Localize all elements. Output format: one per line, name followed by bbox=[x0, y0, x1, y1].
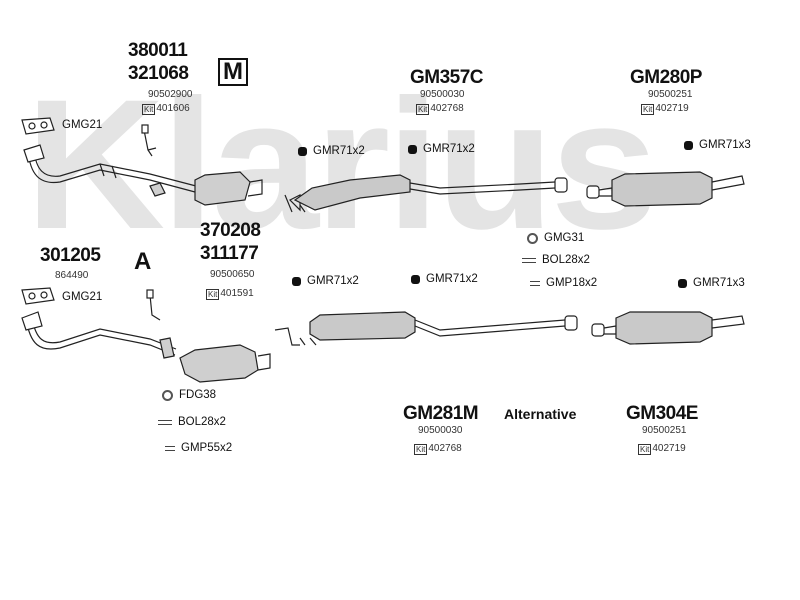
bolt-text: BOL28x2 bbox=[542, 254, 590, 266]
kit-number: Kit 402719 bbox=[641, 103, 689, 115]
clamp-text: GMR71x2 bbox=[307, 275, 359, 287]
clamp-text: GMR71x2 bbox=[313, 145, 365, 157]
kit-value: 402768 bbox=[430, 103, 464, 114]
kit-value: 402768 bbox=[428, 443, 462, 454]
clamp-label: GMR71x3 bbox=[678, 276, 745, 290]
clamp-label: GMR71x2 bbox=[292, 274, 359, 288]
alternative-label: Alternative bbox=[504, 406, 577, 422]
kit-value: 401606 bbox=[156, 103, 190, 114]
ref-number: 90500030 bbox=[420, 89, 465, 100]
kit-value: 402719 bbox=[655, 103, 689, 114]
kit-label: Kit bbox=[414, 443, 428, 455]
spring-text: GMP55x2 bbox=[181, 442, 233, 454]
bolt-icon bbox=[158, 419, 172, 425]
part-code-311177: 311177 bbox=[200, 243, 259, 264]
clamp-icon bbox=[408, 144, 417, 154]
part-code-301205: 301205 bbox=[40, 245, 101, 266]
clamp-text: GMR71x3 bbox=[699, 139, 751, 151]
spring-label: GMP55x2 bbox=[165, 441, 232, 455]
gasket-label: GMG21 bbox=[62, 119, 103, 131]
ring-gasket-icon bbox=[527, 232, 538, 244]
ref-number: 90500251 bbox=[648, 89, 693, 100]
ref-number: 90500650 bbox=[210, 269, 255, 280]
ref-number: 90502900 bbox=[148, 89, 193, 100]
part-code-gm357c: GM357C bbox=[410, 67, 484, 88]
catalytic-converter-top bbox=[149, 171, 263, 206]
part-code-gm280p: GM280P bbox=[630, 67, 702, 88]
kit-number: Kit 401606 bbox=[142, 103, 190, 115]
clamp-label: GMR71x3 bbox=[684, 138, 751, 152]
ref-number: 864490 bbox=[55, 270, 89, 281]
clamp-icon bbox=[684, 140, 693, 150]
bolt-label: BOL28x2 bbox=[158, 415, 226, 429]
clamp-icon bbox=[292, 276, 301, 286]
kit-label: Kit bbox=[206, 288, 220, 300]
gasket-text: FDG38 bbox=[179, 389, 217, 401]
spring-icon bbox=[165, 445, 175, 451]
gasket-label: FDG38 bbox=[162, 388, 216, 402]
fitting-logo-m: M bbox=[218, 58, 248, 86]
clamp-icon bbox=[298, 146, 307, 156]
bolt-icon bbox=[522, 257, 536, 263]
kit-value: 401591 bbox=[220, 288, 254, 299]
gasket-top-left bbox=[21, 117, 55, 135]
fitting-logo-a: A bbox=[134, 248, 152, 275]
clamp-icon bbox=[678, 278, 687, 288]
part-code-321068: 321068 bbox=[128, 63, 189, 84]
rear-silencer-mid bbox=[591, 311, 745, 345]
ref-number: 90500251 bbox=[642, 425, 687, 436]
kit-label: Kit bbox=[142, 103, 156, 115]
kit-number: Kit 402768 bbox=[416, 103, 464, 115]
clamp-label: GMR71x2 bbox=[408, 142, 475, 156]
clamp-label: GMR71x2 bbox=[411, 272, 478, 286]
front-pipe-mid bbox=[21, 289, 177, 359]
spring-icon bbox=[530, 280, 540, 286]
gasket-label: GMG31 bbox=[527, 231, 584, 245]
spring-text: GMP18x2 bbox=[546, 277, 598, 289]
bolt-label: BOL28x2 bbox=[522, 253, 590, 267]
gasket-text: GMG31 bbox=[544, 232, 585, 244]
kit-label: Kit bbox=[641, 103, 655, 115]
front-pipe-top bbox=[23, 124, 197, 193]
bolt-text: BOL28x2 bbox=[178, 416, 226, 428]
rear-silencer-top bbox=[586, 171, 745, 207]
kit-number: Kit 402768 bbox=[414, 443, 462, 455]
part-code-370208: 370208 bbox=[200, 220, 261, 241]
centre-silencer-mid bbox=[274, 311, 578, 346]
gasket-mid-left bbox=[21, 287, 55, 305]
kit-number: Kit 402719 bbox=[638, 443, 686, 455]
clamp-label: GMR71x2 bbox=[298, 144, 365, 158]
spring-label: GMP18x2 bbox=[530, 276, 597, 290]
ring-gasket-icon bbox=[162, 389, 173, 401]
part-code-380011: 380011 bbox=[128, 40, 188, 61]
clamp-text: GMR71x2 bbox=[423, 143, 475, 155]
kit-label: Kit bbox=[638, 443, 652, 455]
centre-silencer-top bbox=[284, 174, 568, 213]
kit-number: Kit 401591 bbox=[206, 288, 254, 300]
clamp-icon bbox=[411, 274, 420, 284]
ref-number: 90500030 bbox=[418, 425, 463, 436]
watermark: Klarius bbox=[25, 62, 658, 268]
kit-value: 402719 bbox=[652, 443, 686, 454]
clamp-text: GMR71x3 bbox=[693, 277, 745, 289]
part-code-gm281m: GM281M bbox=[403, 403, 479, 424]
part-code-gm304e: GM304E bbox=[626, 403, 698, 424]
clamp-text: GMR71x2 bbox=[426, 273, 478, 285]
gasket-label: GMG21 bbox=[62, 291, 103, 303]
catalytic-converter-mid bbox=[179, 344, 271, 383]
kit-label: Kit bbox=[416, 103, 430, 115]
